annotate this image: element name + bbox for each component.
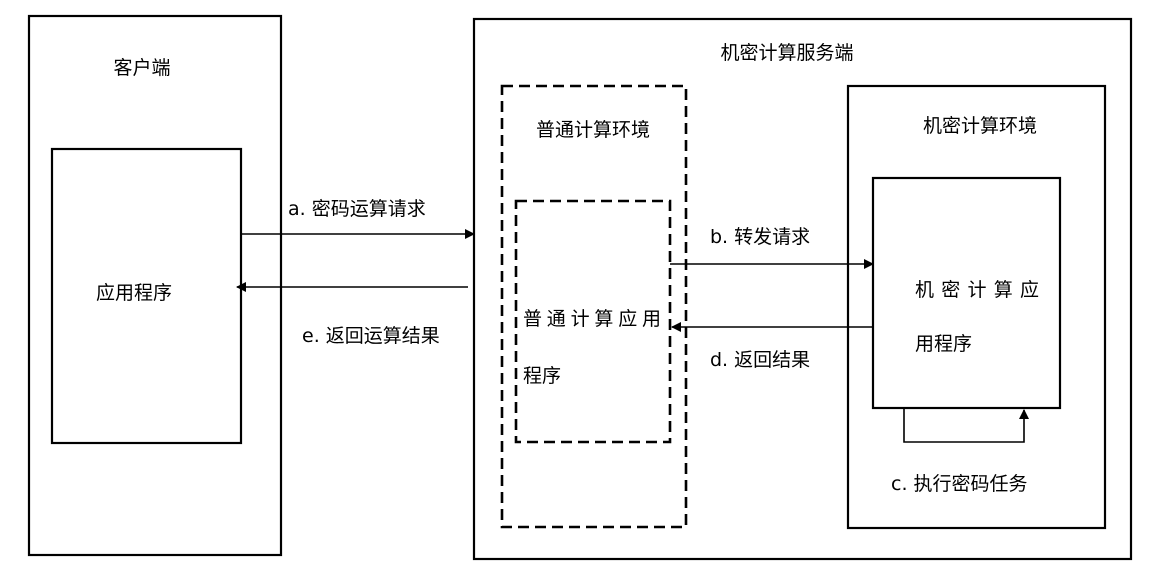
client-box	[27, 14, 283, 557]
normal-app-label-line2: 程序	[523, 365, 561, 387]
normal-env-box	[500, 84, 688, 529]
server-title: 机密计算服务端	[720, 42, 853, 64]
normal-app-box	[514, 199, 672, 444]
normal-app-label-line1: 普通计算应用	[523, 308, 661, 330]
client-app-label: 应用程序	[96, 282, 172, 304]
client-title: 客户端	[113, 57, 170, 79]
confidential-app-label-line1: 机密计算应	[915, 279, 1039, 301]
label-a-request: a. 密码运算请求	[288, 198, 426, 220]
confidential-env-box	[846, 84, 1107, 530]
confidential-env-title: 机密计算环境	[923, 115, 1037, 137]
confidential-app-label-line2: 用程序	[915, 333, 972, 355]
arrow-c-execute-loop	[903, 408, 1029, 443]
label-d-return: d. 返回结果	[710, 349, 810, 371]
label-c-execute: c. 执行密码任务	[891, 473, 1028, 495]
confidential-app-box	[871, 176, 1062, 410]
label-e-return: e. 返回运算结果	[302, 325, 440, 347]
label-b-forward: b. 转发请求	[710, 226, 810, 248]
normal-env-title: 普通计算环境	[536, 119, 650, 141]
client-app-box	[50, 147, 243, 445]
server-box	[472, 17, 1133, 561]
